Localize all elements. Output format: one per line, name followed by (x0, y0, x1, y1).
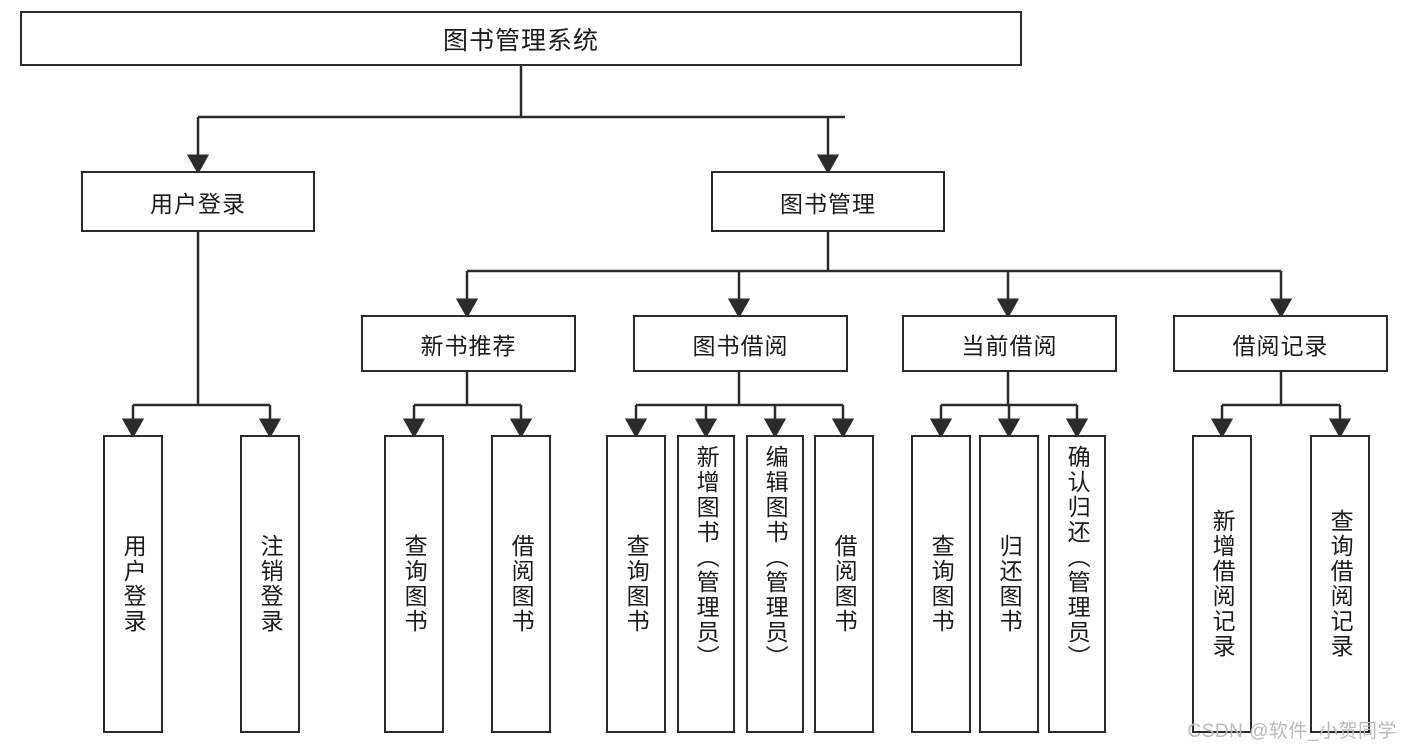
node-user-login[interactable]: 用户登录 (81, 171, 315, 232)
node-book-management[interactable]: 图书管理 (711, 171, 945, 232)
node-leaf-confirm-return[interactable]: 确认归还（管理员） (1048, 435, 1106, 733)
node-leaf-query-book-3[interactable]: 查询图书 (911, 435, 971, 733)
csdn-watermark: CSDN @软件_小贺同学 (1187, 721, 1397, 742)
node-borrow-record[interactable]: 借阅记录 (1173, 315, 1388, 372)
node-leaf-borrow-book-2[interactable]: 借阅图书 (814, 435, 874, 733)
node-leaf-query-record[interactable]: 查询借阅记录 (1310, 435, 1370, 733)
node-leaf-add-record[interactable]: 新增借阅记录 (1192, 435, 1252, 733)
node-new-book-recommend[interactable]: 新书推荐 (361, 315, 576, 372)
node-leaf-query-book-2[interactable]: 查询图书 (606, 435, 666, 733)
node-leaf-edit-book[interactable]: 编辑图书（管理员） (746, 435, 804, 733)
node-leaf-return-book[interactable]: 归还图书 (979, 435, 1039, 733)
node-leaf-borrow-book-1[interactable]: 借阅图书 (491, 435, 551, 733)
node-book-borrow[interactable]: 图书借阅 (633, 315, 848, 372)
node-leaf-query-book-1[interactable]: 查询图书 (384, 435, 444, 733)
node-current-borrow[interactable]: 当前借阅 (902, 315, 1117, 372)
node-leaf-user-login[interactable]: 用户登录 (103, 435, 163, 733)
node-leaf-add-book[interactable]: 新增图书（管理员） (677, 435, 735, 733)
node-root-book-management-system[interactable]: 图书管理系统 (20, 11, 1022, 66)
node-leaf-logout[interactable]: 注销登录 (240, 435, 300, 733)
